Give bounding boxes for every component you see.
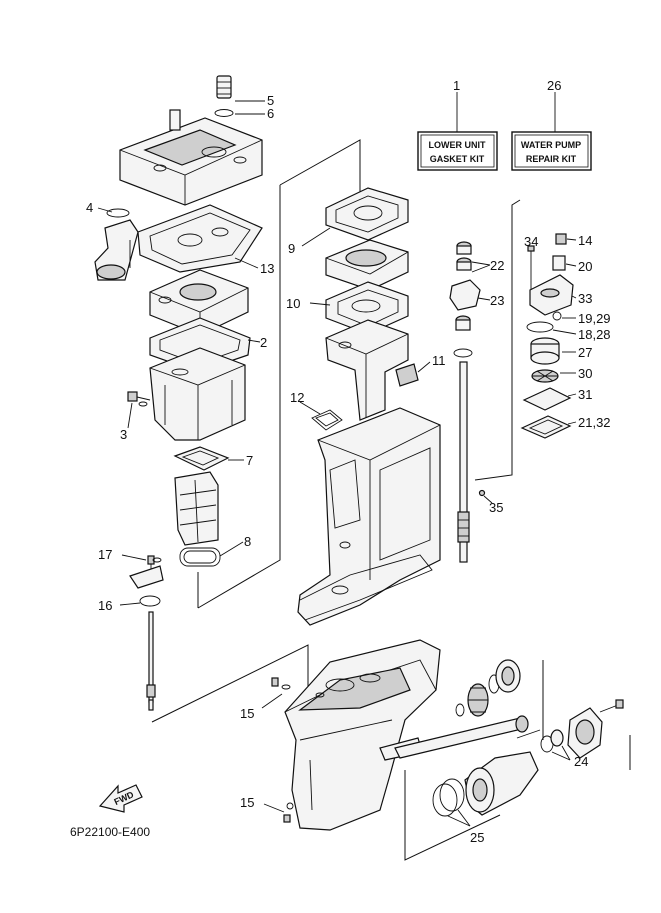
callout-21-32: 21,32 xyxy=(578,415,611,430)
muffler xyxy=(174,471,219,546)
water-pump-group: 14 34 20 33 19,29 18,28 27 30 xyxy=(520,233,611,439)
part-17-bracket: 17 xyxy=(98,547,164,589)
kit-lower-unit-gasket: 1 LOWER UNIT GASKET KIT xyxy=(417,78,498,171)
callout-24: 24 xyxy=(574,754,588,769)
callout-14: 14 xyxy=(578,233,592,248)
callout-1: 1 xyxy=(453,78,460,93)
callout-31: 31 xyxy=(578,387,592,402)
part-6-o-ring: 6 xyxy=(214,106,274,121)
part-5-plug: 5 xyxy=(216,75,274,108)
callout-10: 10 xyxy=(286,296,300,311)
exhaust-guide xyxy=(149,269,249,336)
upper-casing-top xyxy=(119,109,263,206)
part-8-seal: 8 xyxy=(179,534,251,567)
fwd-arrow: FWD xyxy=(98,784,143,813)
callout-2: 2 xyxy=(260,335,267,350)
callout-26: 26 xyxy=(547,78,561,93)
callout-25: 25 xyxy=(470,830,484,845)
callout-7: 7 xyxy=(246,453,253,468)
callout-9: 9 xyxy=(288,241,295,256)
callout-15-lower: 15 xyxy=(240,795,254,810)
part-10-gasket: 10 xyxy=(286,281,409,335)
gear-group xyxy=(455,659,521,717)
part-16-grommet: 16 xyxy=(98,595,161,613)
callout-12: 12 xyxy=(290,390,304,405)
callout-17: 17 xyxy=(98,547,112,562)
callout-35: 35 xyxy=(489,500,503,515)
part-3-bolt: 3 xyxy=(120,391,151,442)
callout-34: 34 xyxy=(524,234,538,249)
kit-26-line1: WATER PUMP xyxy=(521,140,581,150)
callout-30: 30 xyxy=(578,366,592,381)
kit-water-pump-repair: 26 WATER PUMP REPAIR KIT xyxy=(511,78,592,171)
callout-16: 16 xyxy=(98,598,112,613)
callout-4: 4 xyxy=(86,200,93,215)
part-9-gasket: 9 xyxy=(288,187,409,256)
drive-shaft-group: 22 23 35 xyxy=(449,241,504,563)
part-4-fitting: 4 xyxy=(86,200,139,281)
shift-rod xyxy=(146,611,156,711)
callout-20: 20 xyxy=(578,259,592,274)
callout-3: 3 xyxy=(120,427,127,442)
part-13-gasket: 13 xyxy=(137,204,274,276)
lower-case: 15 15 xyxy=(240,639,441,831)
callout-13: 13 xyxy=(260,261,274,276)
callout-22: 22 xyxy=(490,258,504,273)
propeller-shaft-group: 24 xyxy=(394,699,624,769)
callout-18-28: 18,28 xyxy=(578,327,611,342)
part-7-gasket: 7 xyxy=(173,446,253,471)
kit-1-line2: GASKET KIT xyxy=(430,154,485,164)
upper-casing xyxy=(297,407,441,626)
part-12-seal: 12 xyxy=(290,390,343,431)
callout-23: 23 xyxy=(490,293,504,308)
diagram-code: 6P22100-E400 xyxy=(70,825,150,839)
mount-plate xyxy=(325,239,409,291)
callout-5: 5 xyxy=(267,93,274,108)
exhaust-manifold xyxy=(149,347,246,441)
callout-33: 33 xyxy=(578,291,592,306)
callout-6: 6 xyxy=(267,106,274,121)
kit-1-line1: LOWER UNIT xyxy=(429,140,486,150)
kit-26-line2: REPAIR KIT xyxy=(526,154,577,164)
part-25-bearing-housing: 25 xyxy=(432,751,539,845)
drive-shaft-housing xyxy=(325,319,409,421)
callout-19-29: 19,29 xyxy=(578,311,611,326)
callout-11: 11 xyxy=(432,353,446,368)
callout-8: 8 xyxy=(244,534,251,549)
callout-15-upper: 15 xyxy=(240,706,254,721)
part-11-rubber-mount: 11 xyxy=(395,353,446,387)
callout-27: 27 xyxy=(578,345,592,360)
